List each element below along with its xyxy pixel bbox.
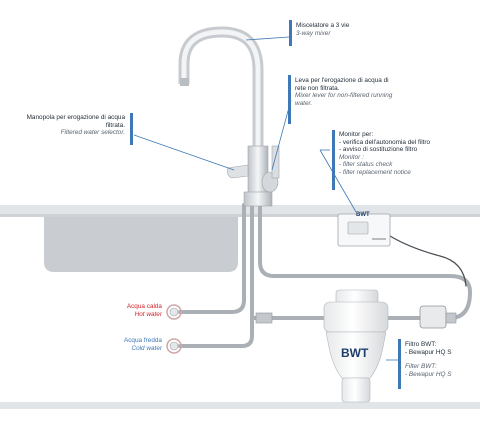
lever-callout-bar: [288, 75, 291, 124]
handle-label-it-1: Manopola per erogazione di acqua: [26, 114, 125, 121]
hot-water-callout: Acqua calda Hot water: [100, 303, 162, 318]
tee-fitting: [255, 312, 273, 324]
handle-label-en: Filtered water selector.: [60, 129, 125, 137]
hot-water-label-it: Acqua calda: [126, 303, 162, 310]
leader-lines: [133, 36, 398, 361]
lever-callout: Leva per l'erogazione di acqua di rete n…: [295, 77, 445, 107]
lever-label-en-1: Mixer lever for non-filtered running: [295, 92, 393, 100]
monitor-label-en-2: - filter replacement notice: [339, 168, 411, 176]
monitor-logo: BWT: [356, 212, 370, 218]
mixer-callout-bar: [289, 20, 292, 46]
inline-valve: [419, 305, 447, 329]
filter-unit: [323, 289, 389, 403]
pipes: [178, 203, 473, 348]
handle-callout: Manopola per erogazione di acqua filtrat…: [2, 114, 125, 137]
cold-water-label-en: Cold water: [131, 344, 162, 352]
filter-label-en-1: Filter BWT:: [405, 363, 437, 371]
mixer-label-en: 3-way mixer: [296, 29, 331, 37]
cold-water-valve: [166, 338, 182, 354]
countertop-edge: [0, 214, 480, 217]
cold-water-callout: Acqua fredda Cold water: [100, 337, 162, 352]
monitor-label-en-title: Monitor :: [339, 153, 364, 161]
filter-label-it-2: - Bewapur HQ S: [405, 348, 452, 356]
mixer-callout: Miscelatore a 3 vie 3-way mixer: [296, 22, 416, 37]
monitor-label-title: Monitor per:: [339, 131, 374, 138]
monitor-callout: Monitor per: - verifica dell'autonomia d…: [339, 131, 477, 177]
filter-logo: BWT: [341, 346, 369, 360]
lever-label-en-2: water.: [295, 99, 313, 107]
handle-label-it-2: filtrata.: [105, 121, 125, 129]
handle-callout-bar: [130, 113, 133, 145]
lever-label-it-2: rete non filtrata.: [295, 84, 340, 92]
hot-water-label-en: Hot water: [134, 310, 162, 318]
sink-basin: [44, 217, 238, 272]
filter-label-en-2: - Bewapur HQ S: [405, 370, 452, 378]
monitor-unit: [337, 213, 391, 247]
lever-label-it-1: Leva per l'erogazione di acqua di: [295, 77, 389, 84]
filter-callout: Filtro BWT: - Bewapur HQ S Filter BWT: -…: [405, 341, 477, 378]
monitor-callout-bar: [332, 130, 335, 190]
monitor-label-it-1: - verifica dell'autonomia del filtro: [339, 138, 431, 146]
countertop: [0, 205, 480, 214]
filter-callout-bar: [398, 339, 401, 389]
filter-label-it-1: Filtro BWT:: [405, 341, 437, 348]
monitor-label-it-2: - avviso di sostituzione filtro: [339, 146, 418, 154]
faucet: [178, 26, 280, 207]
hot-water-valve: [166, 304, 182, 320]
monitor-label-en-1: - filter status check: [339, 161, 393, 169]
mixer-label-it: Miscelatore a 3 vie: [296, 22, 350, 29]
floor-shelf: [0, 402, 480, 409]
cold-water-label-it: Acqua fredda: [123, 337, 162, 344]
